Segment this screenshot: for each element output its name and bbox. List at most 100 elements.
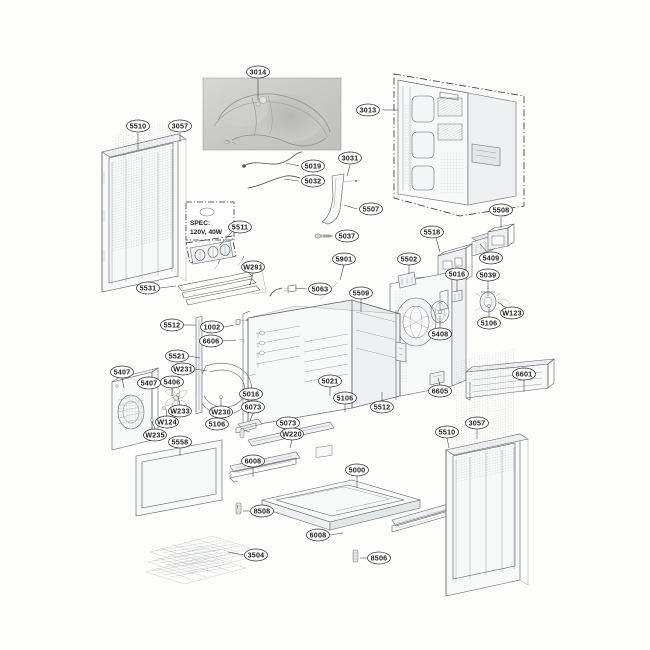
leader-line-5407a xyxy=(121,377,125,389)
callout-label: 5508 xyxy=(493,205,510,214)
leader-line-W291a xyxy=(249,272,254,286)
callout-5509[interactable]: 5509 xyxy=(349,286,373,300)
leader-line-6008b xyxy=(329,532,344,536)
callout-5106c[interactable]: 5106 xyxy=(205,417,229,431)
callout-3031[interactable]: 3031 xyxy=(338,151,362,165)
hinge-bracket-6605 xyxy=(429,370,445,386)
callout-3057b[interactable]: 3057 xyxy=(465,416,489,430)
callout-label: 5016 xyxy=(243,389,260,398)
callout-5106a[interactable]: 5106 xyxy=(477,316,501,330)
callout-5039[interactable]: 5039 xyxy=(476,268,500,282)
callout-W291a[interactable]: W291 xyxy=(241,260,265,274)
callout-5507[interactable]: 5507 xyxy=(359,202,383,216)
callout-bubble xyxy=(308,282,332,296)
callout-5518[interactable]: 5518 xyxy=(420,225,444,239)
screw-5037 xyxy=(314,233,331,239)
callout-5508[interactable]: 5508 xyxy=(489,203,513,217)
leader-line-6606 xyxy=(222,339,237,342)
callout-bubble xyxy=(370,400,394,414)
callout-label: 1002 xyxy=(204,322,221,331)
callout-5510a[interactable]: 5510 xyxy=(126,119,150,133)
callout-label: 5073 xyxy=(280,418,297,427)
wire-harness-5019 xyxy=(242,151,303,168)
callout-5408[interactable]: 5408 xyxy=(428,327,452,341)
callout-5032[interactable]: 5032 xyxy=(301,174,325,188)
callout-5000[interactable]: 5000 xyxy=(345,463,369,477)
callout-label: 5502 xyxy=(401,254,418,263)
callout-5558[interactable]: 5558 xyxy=(168,435,192,449)
callout-5019[interactable]: 5019 xyxy=(301,159,325,173)
callout-W230a[interactable]: W230 xyxy=(209,405,233,419)
callout-5901[interactable]: 5901 xyxy=(332,252,356,266)
callout-5063[interactable]: 5063 xyxy=(308,282,332,296)
callout-5406a[interactable]: 5406 xyxy=(160,375,184,389)
motor-5039 xyxy=(474,291,502,313)
callout-W124[interactable]: W124 xyxy=(155,415,179,429)
callout-bubble xyxy=(397,252,421,266)
callout-5016b[interactable]: 5016 xyxy=(239,387,263,401)
callout-bubble xyxy=(143,428,167,442)
callout-bubble xyxy=(512,367,536,381)
bottom-screw-small xyxy=(237,428,245,508)
callout-5106b[interactable]: 5106 xyxy=(333,391,357,405)
callout-8506[interactable]: 8506 xyxy=(367,551,391,565)
callout-5037[interactable]: 5037 xyxy=(335,229,359,243)
callout-3057a[interactable]: 3057 xyxy=(168,119,192,133)
callout-6605[interactable]: 6605 xyxy=(428,384,452,398)
callout-label: 3057 xyxy=(172,121,189,130)
callout-6606[interactable]: 6606 xyxy=(199,334,223,348)
callout-bubble xyxy=(318,374,342,388)
callout-bubble xyxy=(250,504,274,518)
bracket-5508 xyxy=(487,223,515,251)
callout-5407b[interactable]: 5407 xyxy=(137,376,161,390)
callout-5073[interactable]: 5073 xyxy=(276,416,300,430)
callout-label: 3013 xyxy=(360,105,377,114)
callout-5521[interactable]: 5521 xyxy=(165,349,189,363)
callout-6008b[interactable]: 6008 xyxy=(306,528,330,542)
callout-5407a[interactable]: 5407 xyxy=(110,365,134,379)
callout-5512b[interactable]: 5512 xyxy=(370,400,394,414)
callout-W231[interactable]: W231 xyxy=(171,362,195,376)
callout-label: W230 xyxy=(211,407,231,416)
callout-bubble xyxy=(136,281,160,295)
callout-label: 5016 xyxy=(449,269,466,278)
callout-8508[interactable]: 8508 xyxy=(250,504,274,518)
callout-W123[interactable]: W123 xyxy=(500,306,524,320)
leader-line-5531 xyxy=(159,285,177,289)
callout-label: 5037 xyxy=(339,231,356,240)
callout-5409[interactable]: 5409 xyxy=(479,251,503,265)
callout-bubble xyxy=(110,365,134,379)
callout-bubble xyxy=(168,404,192,418)
callout-W235[interactable]: W235 xyxy=(143,428,167,442)
callout-3504[interactable]: 3504 xyxy=(244,548,268,562)
right-door-panel xyxy=(445,348,529,597)
callout-W220[interactable]: W220 xyxy=(280,427,304,441)
callout-6008a[interactable]: 6008 xyxy=(241,454,265,468)
callout-5511[interactable]: 5511 xyxy=(228,220,252,234)
callout-label: 5039 xyxy=(480,270,497,279)
callout-6073[interactable]: 6073 xyxy=(241,400,265,414)
callout-3014[interactable]: 3014 xyxy=(246,65,270,79)
leader-line-6073 xyxy=(249,412,254,422)
callout-5510b[interactable]: 5510 xyxy=(435,425,459,439)
callout-bubble xyxy=(168,435,192,449)
callout-5531[interactable]: 5531 xyxy=(136,281,160,295)
callout-bubble xyxy=(428,327,452,341)
callout-label: 3057 xyxy=(469,418,486,427)
callout-label: 5507 xyxy=(363,204,380,213)
callout-5512a[interactable]: 5512 xyxy=(160,318,184,332)
callout-label: 5106 xyxy=(209,419,226,428)
callout-1002[interactable]: 1002 xyxy=(200,320,224,334)
callout-W233[interactable]: W233 xyxy=(168,404,192,418)
callout-label: 5406 xyxy=(164,377,181,386)
callout-6601[interactable]: 6601 xyxy=(512,367,536,381)
callout-bubble xyxy=(241,260,265,274)
callout-label: 5512 xyxy=(374,402,391,411)
callout-5502[interactable]: 5502 xyxy=(397,252,421,266)
callout-label: 5106 xyxy=(481,318,498,327)
callout-3013[interactable]: 3013 xyxy=(356,103,380,117)
callout-5016[interactable]: 5016 xyxy=(445,267,469,281)
callout-5021[interactable]: 5021 xyxy=(318,374,342,388)
callout-label: 5510 xyxy=(439,427,456,436)
leader-line-W231 xyxy=(194,368,208,372)
